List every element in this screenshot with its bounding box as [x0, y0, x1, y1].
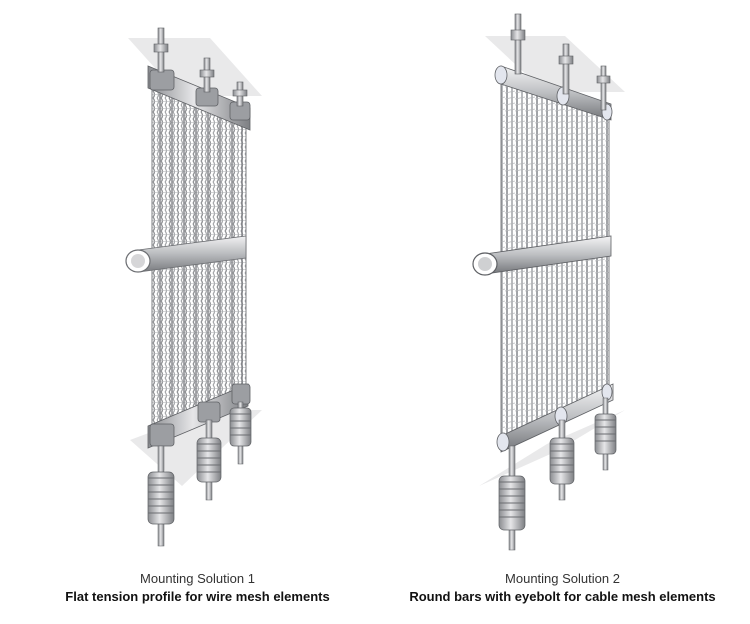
tension-spring-front — [147, 445, 175, 547]
caption-solution-2: Mounting Solution 2 Round bars with eyeb… — [375, 570, 750, 606]
cable-mesh-round-bar-drawing — [472, 13, 625, 551]
tension-spring-front — [498, 445, 526, 551]
caption-2-label: Mounting Solution 2 — [505, 571, 620, 586]
top-round-bar — [494, 65, 613, 121]
mounting-solution-2-illustration — [375, 0, 750, 560]
wire-mesh-flat-profile-drawing — [125, 27, 262, 547]
tension-spring-middle — [549, 419, 575, 501]
caption-solution-1: Mounting Solution 1 Flat tension profile… — [0, 570, 375, 606]
middle-support-tube — [125, 235, 247, 273]
caption-1-label: Mounting Solution 1 — [140, 571, 255, 586]
tension-spring-middle — [196, 419, 222, 501]
top-flat-tension-profile — [147, 65, 251, 131]
mounting-solution-1-illustration — [0, 0, 375, 560]
tension-spring-back — [229, 401, 252, 465]
middle-round-bar — [472, 235, 612, 276]
caption-2-description: Round bars with eyebolt for cable mesh e… — [409, 589, 716, 604]
top-threaded-rods — [153, 27, 248, 107]
bottom-flat-tension-profile — [147, 383, 251, 449]
tension-spring-back — [594, 397, 617, 471]
top-eyebolt-rods — [510, 13, 611, 111]
caption-1-description: Flat tension profile for wire mesh eleme… — [65, 589, 330, 604]
